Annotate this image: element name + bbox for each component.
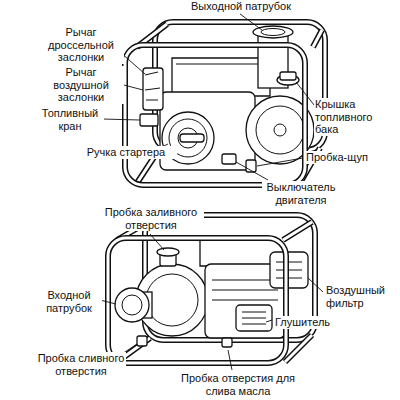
part-label: Пробка сливного отверстия (36, 352, 126, 377)
part-label: Ручка стартера (75, 146, 177, 159)
bottom-pump-frame-front (108, 238, 286, 363)
part-label: Глушитель (274, 316, 346, 329)
bottom-pump-engine (200, 240, 308, 347)
leader-lines (100, 300, 116, 304)
bottom-pump-engine (212, 280, 278, 300)
top-pump-engine (140, 114, 158, 126)
leader-lines (236, 162, 268, 180)
leader-lines (266, 320, 272, 322)
top-pump-frame-front (125, 45, 305, 185)
top-pump-engine (145, 72, 160, 100)
leader-lines (257, 158, 303, 166)
part-label: Пробка-щуп (305, 151, 387, 164)
part-label: Воздушный фильтр (325, 284, 397, 309)
part-label: Рычаг воздушной заслонки (38, 66, 124, 104)
leader-lines (102, 119, 140, 120)
leader-lines (308, 278, 323, 292)
bottom-pump-frame-front (108, 238, 286, 363)
top-pump-engine (143, 68, 163, 110)
bottom-pump-frame-front (108, 238, 286, 363)
top-pump-frame-front (125, 45, 305, 185)
bottom-pump-housing (157, 248, 179, 256)
part-label: Крышка топливного бака (314, 98, 398, 136)
part-label: Рычаг дроссельной заслонки (38, 26, 124, 64)
bottom-pump-housing (115, 288, 149, 322)
top-pump-frame-front (125, 45, 305, 185)
top-pump-housing (261, 29, 285, 36)
bottom-pump-housing (115, 248, 208, 346)
top-pump-housing (256, 106, 304, 154)
leader-lines (150, 234, 164, 250)
bottom-pump-engine (222, 338, 232, 347)
bottom-pump-engine (242, 312, 266, 324)
part-label: Топливный кран (36, 107, 104, 132)
top-pump-engine (176, 64, 262, 65)
top-pump-engine (172, 58, 270, 96)
part-label: Входной патрубок (36, 289, 102, 314)
top-pump-housing (280, 72, 296, 80)
bottom-pump-engine (236, 305, 272, 331)
top-pump-engine (180, 134, 204, 142)
bottom-pump-housing (122, 295, 142, 315)
bottom-pump-housing (146, 274, 198, 326)
part-label: Пробка заливного отверстия (98, 206, 204, 231)
part-label: Выключатель двигателя (262, 181, 340, 206)
leader-lines (240, 14, 262, 30)
bottom-pump-housing (137, 336, 147, 346)
part-label: Пробка отверстия для слива масла (172, 372, 304, 397)
leader-lines (228, 350, 232, 370)
part-label: Выходной патрубок (170, 0, 312, 13)
top-pump-housing (274, 124, 286, 136)
top-pump-engine (222, 154, 236, 164)
